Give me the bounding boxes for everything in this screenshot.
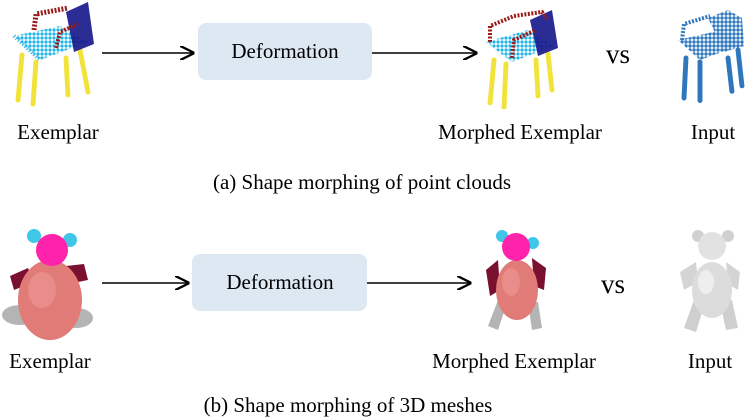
morphed-chair-icon xyxy=(486,9,558,111)
caption-a: (a) Shape morphing of point clouds xyxy=(213,170,511,194)
morphed-exemplar-label: Morphed Exemplar xyxy=(432,349,596,373)
exemplar-label: Exemplar xyxy=(9,349,91,373)
input-bear-icon xyxy=(680,230,740,332)
deformation-label: Deformation xyxy=(226,270,334,294)
exemplar-label: Exemplar xyxy=(17,120,99,144)
exemplar-chair-icon xyxy=(12,2,94,107)
morphed-exemplar-label: Morphed Exemplar xyxy=(438,120,602,144)
input-label: Input xyxy=(688,349,732,373)
caption-b: (b) Shape morphing of 3D meshes xyxy=(204,393,493,417)
morphed-bear-icon xyxy=(486,230,546,330)
deformation-box xyxy=(192,254,367,311)
input-label: Input xyxy=(691,120,735,144)
row-b: Deformation vs xyxy=(2,229,740,417)
vs-text: vs xyxy=(601,269,625,299)
deformation-box xyxy=(198,23,372,80)
vs-text: vs xyxy=(606,39,630,69)
deformation-label: Deformation xyxy=(231,39,339,63)
exemplar-bear-icon xyxy=(2,229,93,340)
input-chair-icon xyxy=(678,10,745,105)
row-a: Deformation vs Exemplar Morp xyxy=(12,2,745,194)
